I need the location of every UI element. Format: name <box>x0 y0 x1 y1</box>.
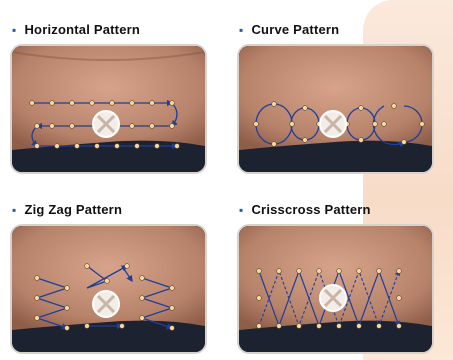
abdomen-image <box>237 44 434 174</box>
panel-curve-pattern: ▪ Curve Pattern <box>227 0 447 180</box>
panel-title: ▪ Zig Zag Pattern <box>12 202 122 217</box>
panel-title: ▪ Crisscross Pattern <box>239 202 371 217</box>
panel-title-text: Crisscross Pattern <box>251 202 370 217</box>
crisscross-pattern-diagram <box>239 226 432 352</box>
panel-title: ▪ Curve Pattern <box>239 22 339 37</box>
curve-pattern-diagram <box>239 46 432 172</box>
abdomen-image <box>10 224 207 354</box>
navel-x-marker-icon <box>93 291 119 317</box>
abdomen-image <box>237 224 434 354</box>
zigzag-pattern-diagram <box>12 226 205 352</box>
bullet-icon: ▪ <box>12 23 16 37</box>
panel-crisscross-pattern: ▪ Crisscross Pattern <box>227 180 447 360</box>
horizontal-pattern-diagram <box>12 46 205 172</box>
bullet-icon: ▪ <box>239 203 243 217</box>
navel-x-marker-icon <box>320 285 346 311</box>
bullet-icon: ▪ <box>12 203 16 217</box>
panel-horizontal-pattern: ▪ Horizontal Pattern <box>0 0 220 180</box>
bullet-icon: ▪ <box>239 23 243 37</box>
panel-title-text: Horizontal Pattern <box>24 22 140 37</box>
panel-title-text: Curve Pattern <box>251 22 339 37</box>
panel-title: ▪ Horizontal Pattern <box>12 22 140 37</box>
navel-x-marker-icon <box>93 111 119 137</box>
panel-title-text: Zig Zag Pattern <box>24 202 122 217</box>
navel-x-marker-icon <box>320 111 346 137</box>
panel-zigzag-pattern: ▪ Zig Zag Pattern <box>0 180 220 360</box>
abdomen-image <box>10 44 207 174</box>
